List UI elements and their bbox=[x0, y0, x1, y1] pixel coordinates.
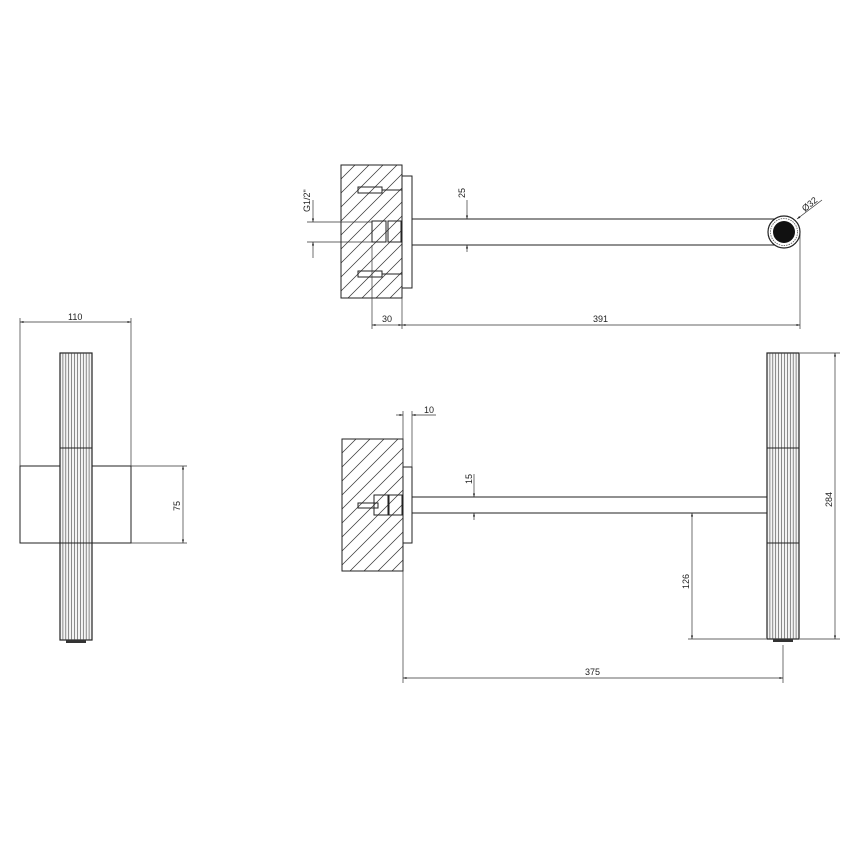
hatch-line bbox=[391, 559, 404, 572]
hatch-line bbox=[340, 173, 403, 236]
dim-391: 391 bbox=[593, 314, 608, 324]
hatch-line bbox=[340, 164, 370, 194]
fitting bbox=[388, 494, 403, 516]
hatch-line bbox=[341, 438, 399, 496]
wall-anchor bbox=[357, 502, 379, 509]
hatch-line bbox=[341, 438, 371, 468]
fitting bbox=[371, 220, 387, 243]
wall-hatch bbox=[341, 438, 404, 572]
hatch-line bbox=[349, 517, 404, 572]
hatch-line bbox=[389, 285, 403, 299]
wall-hatch bbox=[340, 164, 403, 299]
dim-375: 375 bbox=[585, 667, 600, 677]
hatch-line bbox=[363, 531, 404, 572]
hatch-line bbox=[341, 438, 385, 482]
wall-section bbox=[341, 438, 404, 572]
dim-284: 284 bbox=[824, 492, 834, 507]
dim-75: 75 bbox=[172, 501, 182, 511]
fluted-handle bbox=[59, 352, 93, 643]
dim-110: 110 bbox=[68, 312, 82, 322]
side-view: 10 15 126 284 375 bbox=[341, 352, 840, 683]
hatch-line bbox=[361, 257, 403, 299]
wall-anchor bbox=[357, 186, 402, 194]
hatch-line bbox=[340, 164, 384, 208]
hatch-line bbox=[341, 438, 357, 454]
fluted-handle bbox=[766, 352, 800, 642]
wall-plate bbox=[401, 175, 413, 289]
fitting bbox=[373, 494, 389, 516]
hatch-line bbox=[340, 215, 403, 278]
hatch-line bbox=[341, 447, 404, 510]
front-view: 110 75 bbox=[19, 312, 187, 643]
dim-thread: G1/2" bbox=[302, 189, 312, 212]
spout-pipe bbox=[411, 496, 776, 514]
hatch-line bbox=[340, 187, 403, 250]
top-view: G1/2" 25 Ø32 30 391 bbox=[302, 164, 823, 329]
wall-anchor bbox=[357, 270, 402, 278]
hatch-line bbox=[340, 229, 403, 292]
dim-pipe-25: 25 bbox=[457, 188, 467, 198]
hatch-line bbox=[341, 475, 404, 538]
fitting bbox=[387, 220, 402, 243]
dim-plate-10: 10 bbox=[424, 405, 434, 415]
hatch-line bbox=[375, 271, 403, 299]
hatch-line bbox=[341, 489, 404, 552]
hatch-line bbox=[377, 545, 404, 572]
hatch-line bbox=[341, 503, 404, 566]
hatch-line bbox=[341, 461, 404, 524]
dim-pipe-15: 15 bbox=[464, 474, 474, 484]
dim-wall-30: 30 bbox=[382, 314, 392, 324]
hatch-line bbox=[340, 164, 356, 180]
wall-plate bbox=[402, 466, 413, 544]
outlet bbox=[773, 221, 795, 243]
dim-outlet: Ø32 bbox=[800, 195, 819, 214]
dim-126: 126 bbox=[681, 574, 691, 589]
